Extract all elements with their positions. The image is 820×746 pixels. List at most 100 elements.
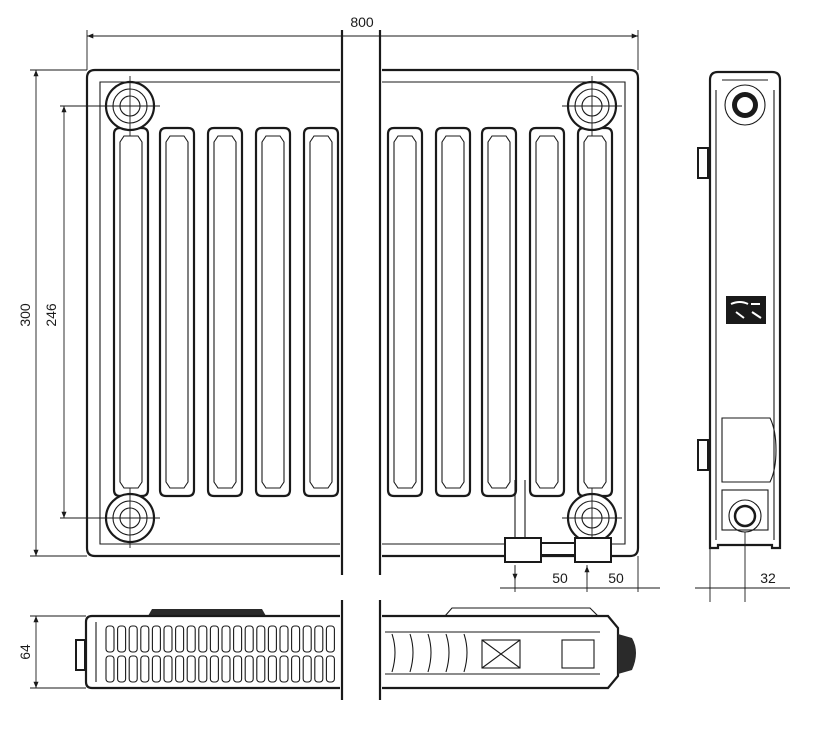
fin-upper bbox=[198, 625, 208, 653]
front-channel bbox=[480, 126, 518, 498]
fin-lower bbox=[256, 655, 266, 683]
dimension-32: 32 bbox=[695, 532, 790, 602]
wall-bracket-top bbox=[697, 147, 709, 179]
fin-upper bbox=[314, 625, 324, 653]
front-channel bbox=[206, 126, 244, 498]
channel-outer bbox=[386, 126, 424, 498]
front-channel bbox=[386, 126, 424, 498]
fin-lower bbox=[279, 655, 289, 683]
channel-inner bbox=[583, 135, 607, 489]
channel-outer bbox=[434, 126, 472, 498]
channel-outer bbox=[254, 126, 292, 498]
fin-lower bbox=[314, 655, 324, 683]
fin-lower bbox=[128, 655, 138, 683]
channel-inner bbox=[165, 135, 189, 489]
dim-label-center-height: 246 bbox=[43, 303, 59, 327]
fin-upper bbox=[291, 625, 301, 653]
channel-inner bbox=[261, 135, 285, 489]
convector-fins-right bbox=[391, 633, 468, 673]
fin-lower bbox=[325, 655, 335, 683]
channel-inner bbox=[487, 135, 511, 489]
connection-boss bbox=[100, 76, 160, 136]
connection-boss bbox=[562, 76, 622, 136]
valve-block-right bbox=[574, 537, 612, 563]
fin-upper bbox=[256, 625, 266, 653]
fin-lower bbox=[163, 655, 173, 683]
dimension-64: 64 bbox=[17, 615, 86, 689]
fin-upper bbox=[163, 625, 173, 653]
fin-lower bbox=[198, 655, 208, 683]
fin-lower bbox=[140, 655, 150, 683]
valve-block-left bbox=[504, 537, 542, 563]
front-panel-right-outline bbox=[382, 68, 640, 558]
channel-inner bbox=[393, 135, 417, 489]
fin-curve bbox=[409, 633, 414, 673]
fin-lower bbox=[105, 655, 115, 683]
fin-lower bbox=[244, 655, 254, 683]
side-top-connection bbox=[724, 84, 766, 126]
front-channel bbox=[254, 126, 292, 498]
front-panel-right-inner bbox=[382, 81, 626, 545]
channel-outer bbox=[302, 126, 340, 498]
dim-label-side-depth: 32 bbox=[760, 570, 776, 586]
top-cover-plate bbox=[148, 609, 266, 616]
dim-label-offset-right: 50 bbox=[608, 570, 624, 586]
channel-outer bbox=[576, 126, 614, 498]
top-connection-nut bbox=[618, 634, 636, 674]
fin-lower bbox=[209, 655, 219, 683]
convector-fins bbox=[105, 625, 335, 683]
fin-lower bbox=[302, 655, 312, 683]
channel-inner bbox=[309, 135, 333, 489]
fin-upper bbox=[325, 625, 335, 653]
side-body-outline bbox=[708, 70, 782, 550]
fin-lower bbox=[233, 655, 243, 683]
top-valve-cross bbox=[481, 639, 521, 669]
top-cover-right bbox=[444, 607, 599, 617]
fin-lower bbox=[291, 655, 301, 683]
fin-upper bbox=[233, 625, 243, 653]
top-bracket bbox=[75, 639, 86, 671]
fin-upper bbox=[209, 625, 219, 653]
front-channel bbox=[528, 126, 566, 498]
channel-outer bbox=[480, 126, 518, 498]
channel-outer bbox=[206, 126, 244, 498]
dim-label-top-depth: 64 bbox=[17, 644, 33, 660]
connection-bosses bbox=[100, 76, 622, 548]
fin-lower bbox=[267, 655, 277, 683]
dimension-bottom-offsets: 50 50 bbox=[500, 556, 660, 592]
fin-upper bbox=[244, 625, 254, 653]
front-view bbox=[85, 30, 640, 575]
logo-plate-mark bbox=[730, 301, 762, 319]
fin-lower bbox=[117, 655, 127, 683]
fin-upper bbox=[151, 625, 161, 653]
fin-upper bbox=[105, 625, 115, 653]
fin-lower bbox=[151, 655, 161, 683]
fin-upper bbox=[279, 625, 289, 653]
front-channel bbox=[158, 126, 196, 498]
fin-curve bbox=[463, 633, 468, 673]
dimension-300: 300 bbox=[17, 69, 87, 557]
dimension-246: 246 bbox=[43, 105, 128, 519]
fin-upper bbox=[140, 625, 150, 653]
dim-label-offset-left: 50 bbox=[552, 570, 568, 586]
dimension-800: 800 bbox=[86, 14, 639, 70]
fin-upper bbox=[117, 625, 127, 653]
channel-inner bbox=[213, 135, 237, 489]
top-body-right bbox=[382, 614, 620, 690]
front-panel-left-inner bbox=[99, 81, 340, 545]
fin-upper bbox=[267, 625, 277, 653]
fin-lower bbox=[175, 655, 185, 683]
top-valve-body bbox=[561, 639, 595, 669]
channel-outer bbox=[112, 126, 150, 498]
logo-plate-icon bbox=[726, 296, 766, 324]
fin-upper bbox=[302, 625, 312, 653]
wall-bracket-bottom bbox=[697, 439, 709, 471]
side-top-connection-core bbox=[737, 97, 753, 113]
top-valve-box bbox=[481, 639, 521, 669]
front-panel-left-outline bbox=[85, 68, 340, 558]
front-channel bbox=[434, 126, 472, 498]
fin-upper bbox=[128, 625, 138, 653]
front-channel bbox=[112, 126, 150, 498]
